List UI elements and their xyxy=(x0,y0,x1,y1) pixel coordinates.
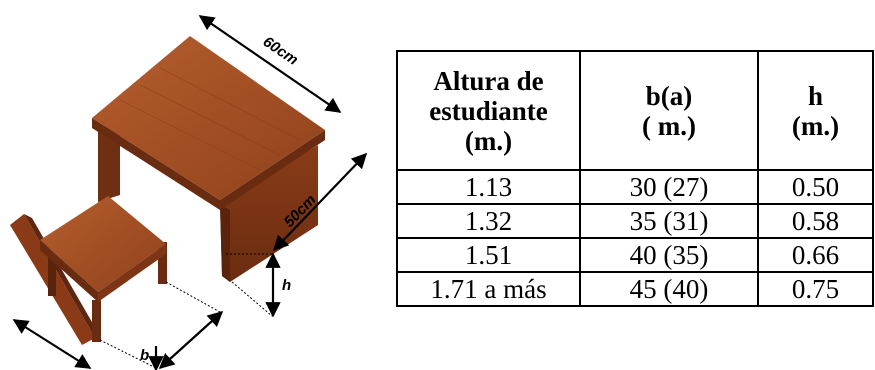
table-row: 1.13 30 (27) 0.50 xyxy=(396,169,874,205)
seat-right-arrow xyxy=(158,310,224,370)
chair-leg xyxy=(92,300,101,342)
header-b-a: b(a) ( m.) xyxy=(579,50,759,171)
cell-b-a: 30 (27) xyxy=(579,169,759,205)
cell-b-a: 45 (40) xyxy=(579,271,759,307)
cell-height: 1.13 xyxy=(396,169,581,205)
cell-h: 0.66 xyxy=(757,237,874,273)
cell-h: 0.58 xyxy=(757,203,874,239)
header-h: h (m.) xyxy=(757,50,874,171)
cell-h: 0.50 xyxy=(757,169,874,205)
dimension-arrows xyxy=(12,15,368,370)
chair-leg xyxy=(48,258,56,296)
table-row: 1.51 40 (35) 0.66 xyxy=(396,237,874,273)
cell-height: 1.32 xyxy=(396,203,581,239)
table-row: 1.32 35 (31) 0.58 xyxy=(396,203,874,239)
desk-chair-illustration: 60cm 50cm h b xyxy=(10,15,368,370)
seat-gap-label: b xyxy=(140,347,149,364)
chair-seat xyxy=(40,196,166,292)
cell-h: 0.75 xyxy=(757,271,874,307)
table-header-row: Altura de estudiante (m.) b(a) ( m.) h (… xyxy=(396,50,874,171)
desk-top xyxy=(92,36,325,200)
dimensions-table: Altura de estudiante (m.) b(a) ( m.) h (… xyxy=(396,50,874,307)
cell-b-a: 35 (31) xyxy=(579,203,759,239)
chair-leg xyxy=(158,242,167,284)
cell-height: 1.51 xyxy=(396,237,581,273)
width-label: 60cm xyxy=(260,33,301,69)
cell-height: 1.71 a más xyxy=(396,271,581,307)
width-arrow xyxy=(198,15,342,113)
table-row: 1.71 a más 45 (40) 0.75 xyxy=(396,271,874,307)
chair xyxy=(10,196,167,345)
seat-left-arrow xyxy=(12,319,92,369)
height-label: h xyxy=(282,277,291,294)
cell-b-a: 40 (35) xyxy=(579,237,759,273)
header-student-height: Altura de estudiante (m.) xyxy=(396,50,581,171)
depth-arrow xyxy=(272,152,368,252)
